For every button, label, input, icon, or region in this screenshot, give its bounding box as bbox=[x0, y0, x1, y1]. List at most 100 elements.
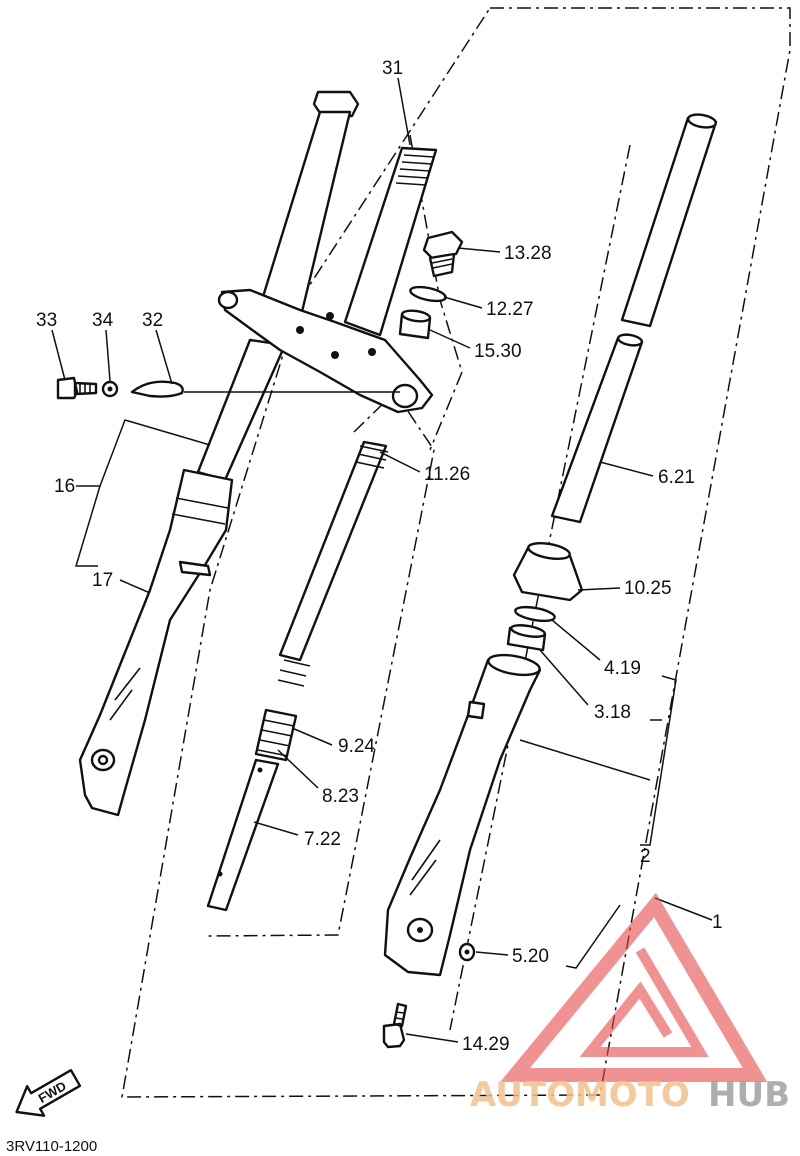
leader-520 bbox=[475, 951, 509, 956]
leader-621 bbox=[599, 461, 654, 477]
retaining-clip-4 bbox=[514, 605, 556, 623]
inner-tube-6 bbox=[550, 113, 718, 524]
leader-318 bbox=[539, 649, 589, 706]
outer-tube-rib bbox=[109, 667, 141, 721]
pinch-bolt bbox=[56, 376, 98, 400]
damper-rod-hole-2 bbox=[257, 767, 263, 773]
bracket-clamp-right bbox=[391, 383, 419, 409]
callout-3.18: 3.18 bbox=[594, 702, 631, 723]
watermark-triangle-outer bbox=[500, 892, 768, 1082]
inner-tube-upper bbox=[260, 110, 352, 322]
bracket-bolt-hole-2 bbox=[331, 351, 339, 359]
watermark-text-automoto: AUTOMOTO bbox=[470, 1075, 690, 1115]
fork-spring-11 bbox=[278, 440, 388, 662]
under-bracket-body bbox=[220, 288, 434, 414]
outer-tube-2 bbox=[383, 653, 542, 977]
watermark-text-hub: HUB bbox=[708, 1075, 790, 1115]
leader-1025 bbox=[577, 587, 621, 591]
callout-9.24: 9.24 bbox=[338, 736, 375, 757]
cap-bolt-set bbox=[398, 230, 464, 340]
leader-16b bbox=[99, 419, 211, 487]
outer-tube bbox=[78, 468, 234, 817]
leader-2-bottom bbox=[565, 904, 621, 969]
leader-419 bbox=[551, 619, 601, 661]
leader-33 bbox=[51, 329, 66, 381]
watermark-triangle-inner bbox=[579, 947, 709, 1057]
steering-stem bbox=[343, 146, 438, 337]
inner-tube-upper-section bbox=[620, 116, 718, 328]
automotohub-watermark: AUTOMOTO HUB bbox=[470, 892, 790, 1115]
cap-bolt-13-thread-line bbox=[431, 258, 453, 269]
bracket-bolt-hole-3 bbox=[368, 348, 376, 356]
inner-tube-top-ring bbox=[686, 113, 718, 129]
leader-1 bbox=[654, 897, 713, 921]
diagram-code: 3RV110-1200 bbox=[6, 1138, 97, 1155]
watermark-triangle-logo bbox=[500, 892, 768, 1082]
bracket-bolt-hole-4 bbox=[326, 312, 334, 320]
stem-thread-4 bbox=[397, 175, 429, 179]
gasket-5-hole bbox=[464, 949, 470, 955]
outer-tube-2-top bbox=[487, 653, 541, 677]
damper-bolt-14 bbox=[382, 1002, 408, 1049]
leader-17 bbox=[119, 579, 151, 594]
callout-15.30: 15.30 bbox=[474, 341, 522, 362]
inner-tube-main-section bbox=[550, 336, 644, 524]
callout-14.29: 14.29 bbox=[462, 1034, 510, 1055]
damper-rod-hole bbox=[217, 871, 223, 877]
damper-rod-assembly bbox=[206, 440, 389, 912]
callout-32: 32 bbox=[142, 310, 163, 331]
leader-722 bbox=[253, 821, 299, 836]
leader-1530 bbox=[429, 329, 471, 349]
rebound-spring-9-coils bbox=[257, 719, 295, 757]
inner-tube-lower bbox=[196, 338, 287, 482]
outer-tube-2-rib bbox=[409, 839, 441, 896]
leader-32 bbox=[155, 329, 173, 385]
outer-tube-boss bbox=[178, 560, 212, 577]
collar-15-top bbox=[400, 309, 432, 323]
fwd-arrow-icon: FWD bbox=[15, 1069, 82, 1117]
cap-bolt-13 bbox=[422, 230, 464, 260]
damper-bolt-14-thread bbox=[394, 1011, 405, 1020]
callout-6.21: 6.21 bbox=[658, 467, 695, 488]
leader-2-top bbox=[519, 739, 651, 781]
pinch-bolt-thread bbox=[79, 383, 91, 394]
o-ring-12 bbox=[409, 285, 447, 303]
bracket-bolt-hole-1 bbox=[296, 326, 304, 334]
callout-8.23: 8.23 bbox=[322, 786, 359, 807]
callout-16: 16 bbox=[54, 476, 75, 497]
leader-2-bracket bbox=[640, 675, 677, 846]
outer-tube-2-body bbox=[383, 658, 542, 977]
steering-stem-boundary bbox=[409, 134, 463, 451]
cable-guide-clip bbox=[130, 380, 184, 398]
dust-seal-10-top bbox=[527, 542, 571, 560]
steering-stem-shaft bbox=[343, 146, 438, 337]
seal-set bbox=[506, 542, 584, 652]
leader-1429 bbox=[405, 1033, 459, 1043]
callout-13.28: 13.28 bbox=[504, 243, 552, 264]
outer-tube-2-axle-center bbox=[417, 927, 423, 933]
outer-tube-seal-ring-2 bbox=[171, 513, 226, 525]
callout-17: 17 bbox=[92, 570, 113, 591]
axle-hole-center bbox=[97, 754, 109, 766]
callout-1: 1 bbox=[712, 912, 723, 933]
stem-thread-2 bbox=[401, 161, 433, 165]
outer-assembly-boundary bbox=[121, 7, 791, 1098]
leader-31 bbox=[397, 77, 411, 146]
callout-labels: 31 13.28 12.27 15.30 33 34 32 11.26 6.21… bbox=[36, 58, 723, 1055]
leader-1126 bbox=[379, 451, 421, 473]
under-bracket bbox=[217, 288, 434, 414]
leader-823 bbox=[277, 749, 319, 789]
leader-1328 bbox=[457, 247, 501, 253]
callout-11.26: 11.26 bbox=[424, 464, 470, 485]
outer-tube-seal-ring bbox=[175, 497, 229, 509]
leader-lines bbox=[51, 77, 713, 1043]
callout-5.20: 5.20 bbox=[512, 946, 549, 967]
callout-33: 33 bbox=[36, 310, 57, 331]
outer-tube-2-boss bbox=[466, 700, 486, 720]
callout-12.27: 12.27 bbox=[486, 299, 534, 320]
assembled-front-fork bbox=[78, 90, 360, 817]
pinch-bolt-hardware bbox=[56, 376, 400, 400]
rebound-spring-9 bbox=[254, 708, 298, 762]
inner-tube-main-top bbox=[616, 333, 644, 347]
